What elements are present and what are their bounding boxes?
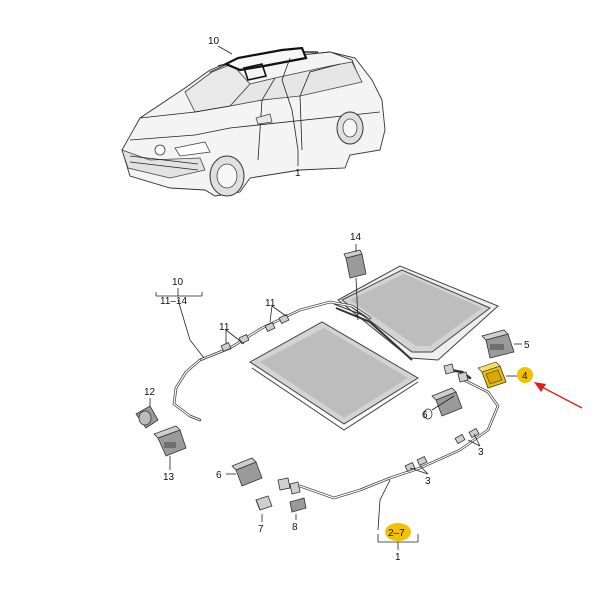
label-1-car: 1 [295, 168, 301, 179]
label-4: 4 [522, 371, 528, 382]
part-5-motor [481, 329, 515, 359]
label-10-car: 10 [208, 36, 220, 47]
part-13-module [153, 425, 187, 457]
label-6-left: 6 [216, 470, 222, 481]
label-11-14: 11–14 [160, 296, 188, 307]
front-glass-panel [249, 321, 419, 431]
part-6-right-connector [423, 387, 463, 420]
label-11-a: 11 [219, 322, 230, 333]
label-10-side: 10 [172, 277, 184, 288]
label-3-bottom: 3 [425, 476, 431, 487]
red-pointer-arrow [534, 382, 583, 409]
label-3-right: 3 [478, 447, 484, 458]
label-2-7-badge: 2–7 [385, 523, 411, 541]
label-5: 5 [524, 340, 530, 351]
part-7-clip [255, 495, 273, 511]
part-4-highlighted-motor [443, 361, 507, 389]
label-13: 13 [163, 472, 175, 483]
part-12-sensor [135, 405, 159, 429]
part-8-clip [289, 497, 307, 513]
hose-clips [220, 314, 480, 472]
label-6-right: 6 [422, 410, 428, 421]
label-2-7: 2–7 [388, 528, 405, 539]
car-illustration [121, 46, 386, 197]
part-6-left-connector [231, 457, 301, 495]
sunroof-frame [333, 265, 499, 361]
part-14-control-unit [343, 249, 367, 321]
leader-lines [149, 244, 522, 550]
label-7: 7 [258, 524, 264, 535]
label-14: 14 [350, 232, 362, 243]
label-8: 8 [292, 522, 298, 533]
label-12: 12 [144, 387, 156, 398]
label-1-bottom: 1 [395, 552, 401, 563]
label-11-b: 11 [265, 298, 276, 309]
label-4-badge: 4 [517, 367, 533, 383]
